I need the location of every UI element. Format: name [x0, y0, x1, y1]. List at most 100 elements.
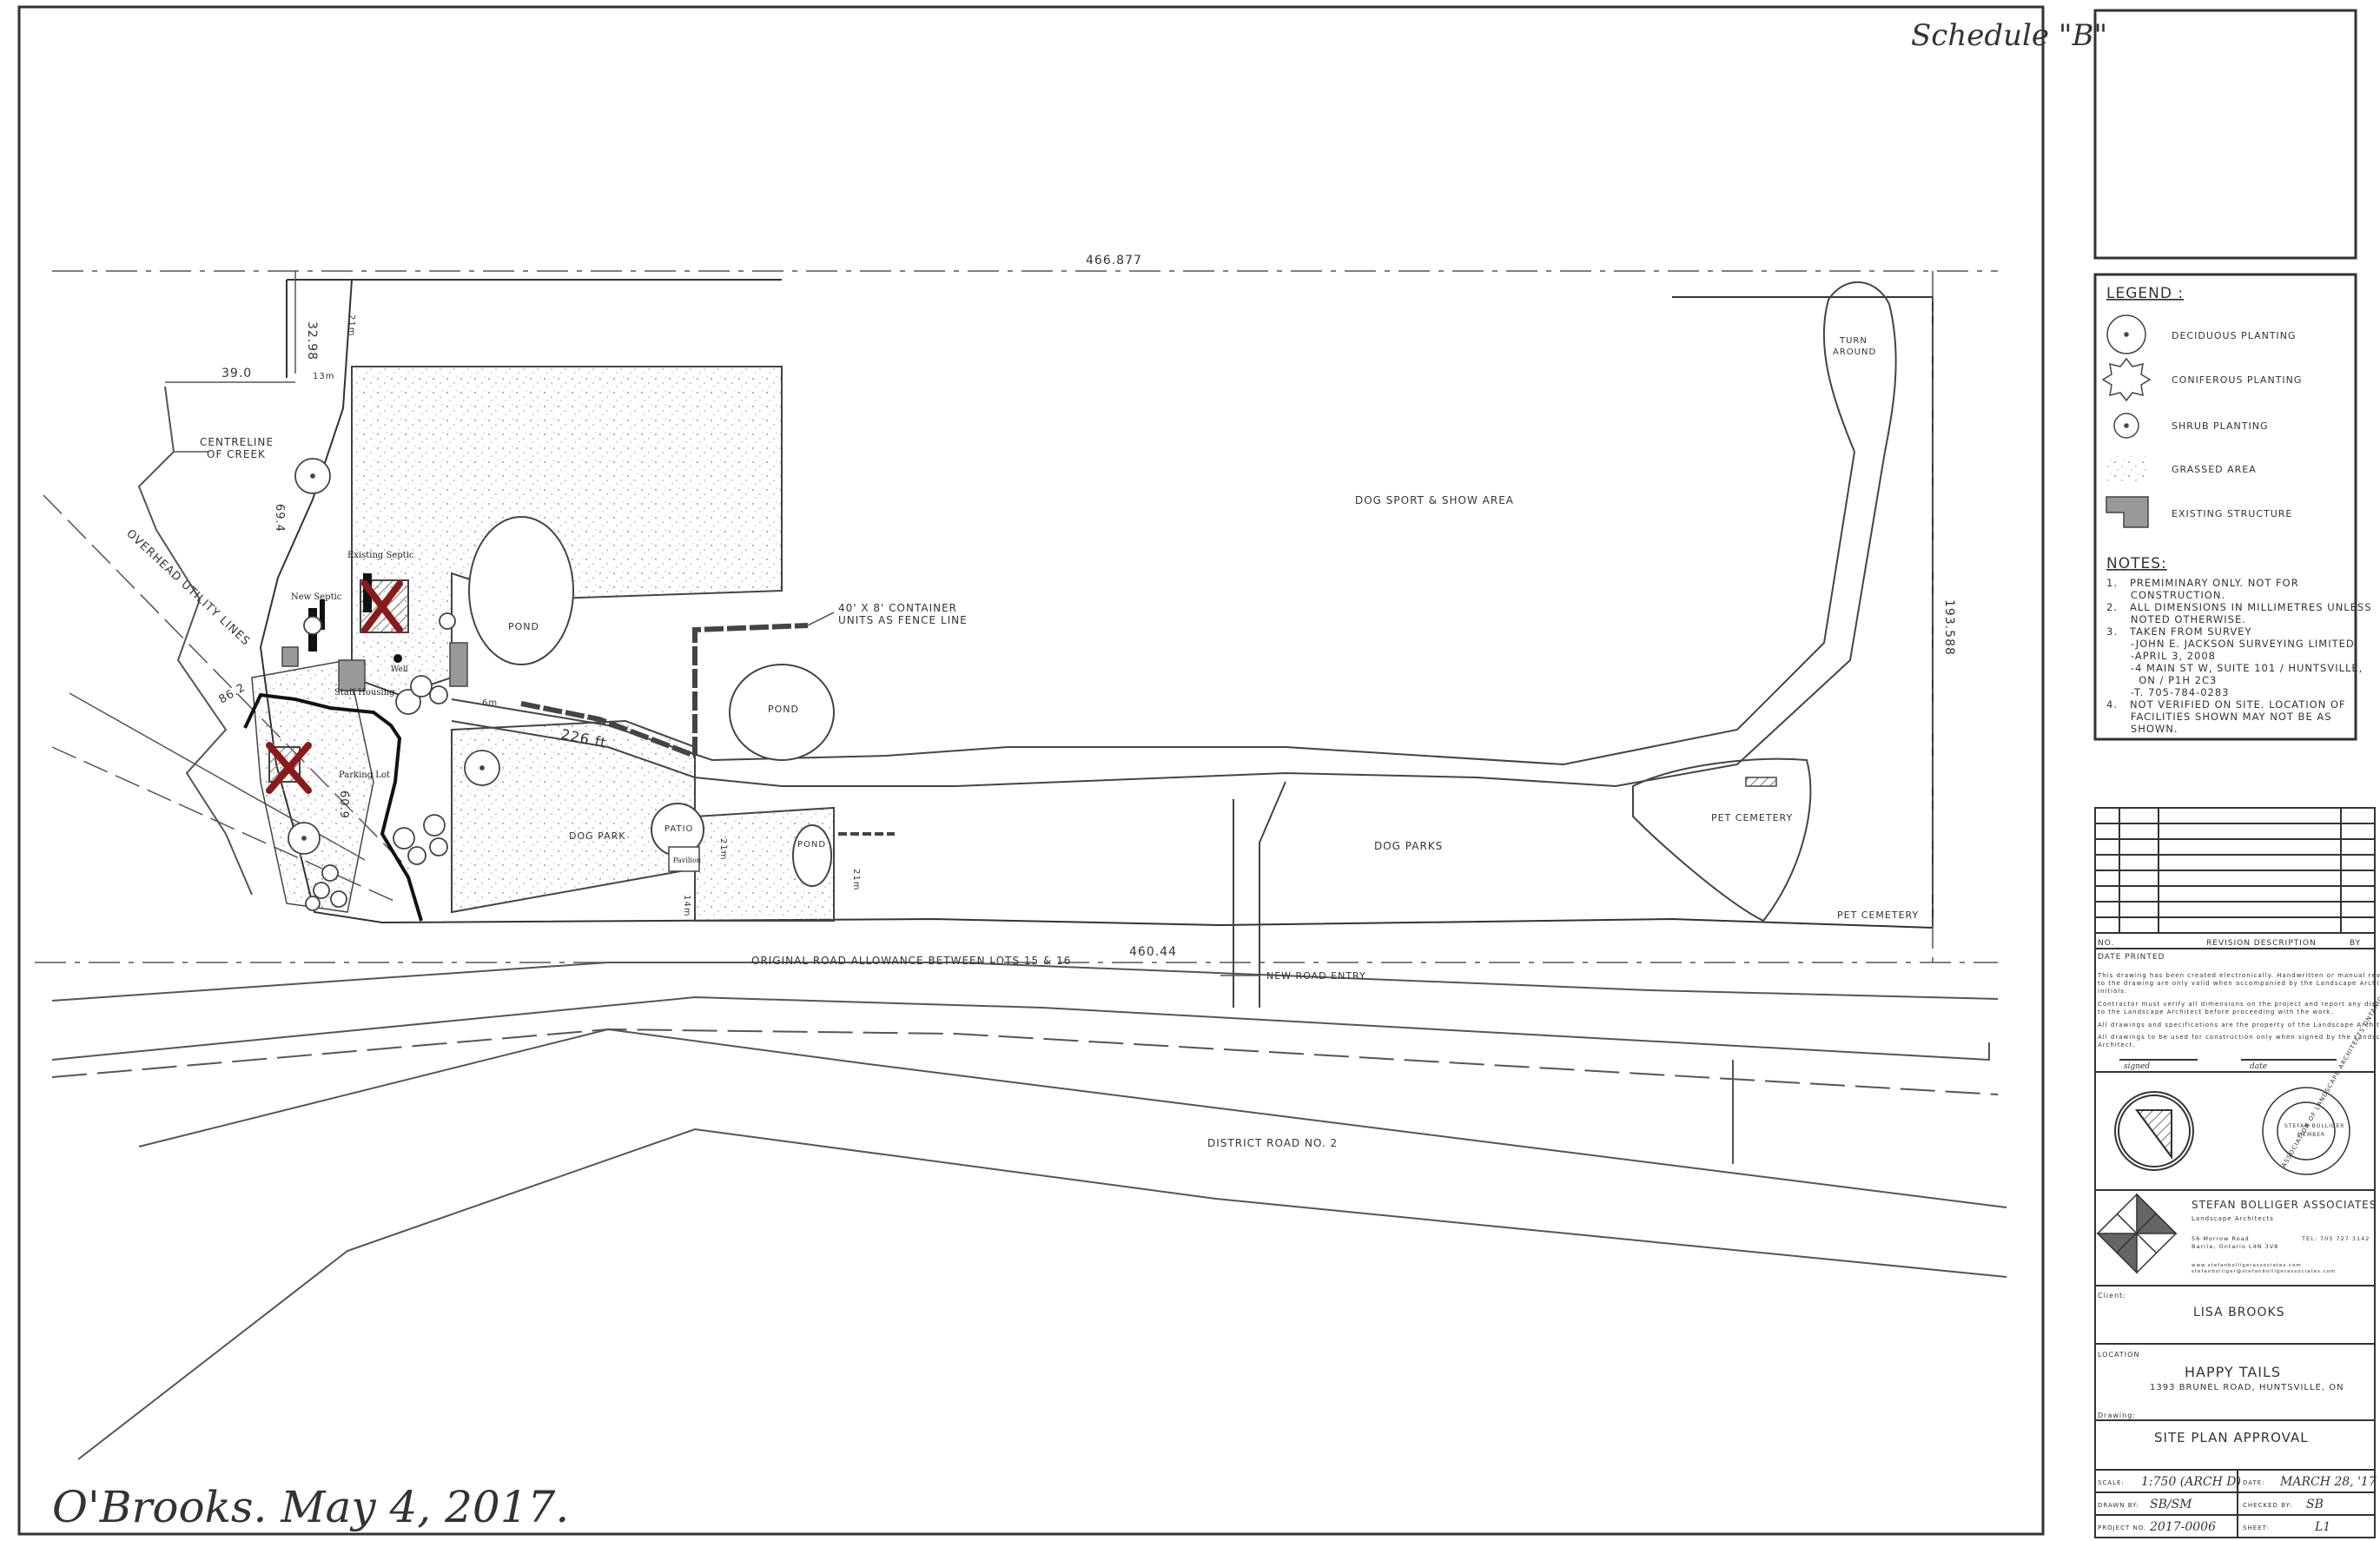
- title-block: [2094, 807, 2376, 1538]
- dim-small-b: 13m: [313, 372, 334, 381]
- note-line: -JOHN E. JACKSON SURVEYING LIMITED: [2106, 638, 2355, 650]
- title-block-top-box: [2093, 9, 2357, 260]
- sheet-value: L1: [2314, 1520, 2330, 1534]
- rev-col-desc: REVISION DESCRIPTION: [2206, 939, 2317, 948]
- client-name: LISA BROOKS: [2193, 1306, 2285, 1319]
- container-label-2: UNITS AS FENCE LINE: [838, 614, 968, 626]
- pet-cemetery-structure: [1745, 777, 1777, 787]
- septic-new-label: New Septic: [291, 592, 342, 602]
- note-line: -4 MAIN ST W, SUITE 101 / HUNTSVILLE,: [2106, 662, 2363, 674]
- dim-small-a: 21m: [347, 314, 356, 336]
- dim-left-vertical: 32.98: [305, 321, 319, 360]
- pet-cemetery-label-2: PET CEMETERY: [1837, 909, 1919, 921]
- container-fence: [520, 701, 697, 758]
- legend-label-4: GRASSED AREA: [2172, 464, 2257, 475]
- well-point: [393, 654, 402, 663]
- drawn-value: SB/SM: [2150, 1498, 2192, 1511]
- creek-centreline: [137, 386, 253, 896]
- staff-housing-label: Staff Housing: [334, 688, 395, 698]
- project-no-label: PROJECT NO.: [2098, 1524, 2146, 1531]
- firm-name: STEFAN BOLLIGER ASSOCIATES: [2192, 1199, 2377, 1211]
- structure-well-house: [338, 659, 366, 691]
- dim-frontage-c: 60.9: [337, 790, 350, 819]
- pet-cemetery-label-1: PET CEMETERY: [1711, 812, 1793, 823]
- note-line: 2. ALL DIMENSIONS IN MILLIMETRES UNLESS: [2106, 601, 2372, 613]
- pavilion: [668, 846, 700, 872]
- note-line: -T. 705-784-0283: [2106, 686, 2229, 698]
- note-line: CONSTRUCTION.: [2106, 589, 2225, 601]
- pond-3: [792, 824, 832, 887]
- pond-1: [468, 516, 574, 665]
- structure-garage: [449, 642, 468, 687]
- disclaimer-line: All drawings to be used for construction…: [2098, 1034, 2380, 1041]
- creek-label-1: CENTRELINE: [200, 436, 274, 448]
- creek-label-2: OF CREEK: [207, 448, 266, 460]
- drawing-name: SITE PLAN APPROVAL: [2154, 1430, 2309, 1445]
- pavilion-label: Pavilion: [673, 856, 701, 864]
- sheet-label: SHEET:: [2243, 1524, 2269, 1531]
- legend-label-1: DECIDUOUS PLANTING: [2172, 330, 2297, 341]
- disclaimer-line: Contractor must verify all dimensions on…: [2098, 1001, 2380, 1008]
- dim-small-e: 14m: [682, 895, 691, 916]
- schedule-label: Schedule "B": [1911, 18, 2107, 53]
- seal-name: STEFAN BOLLIGER: [2284, 1123, 2344, 1129]
- date-label: DATE:: [2243, 1479, 2265, 1486]
- structure-small: [281, 646, 299, 667]
- note-line: 3. TAKEN FROM SURVEY: [2106, 625, 2251, 638]
- association-seal: [2262, 1087, 2350, 1175]
- new-road-entry-label: NEW ROAD ENTRY: [1266, 970, 1366, 982]
- location-label: LOCATION: [2098, 1351, 2139, 1359]
- signed-label: signed: [2124, 1062, 2150, 1071]
- turn-around-label-1: TURN: [1839, 336, 1868, 346]
- project-name: HAPPY TAILS: [2185, 1364, 2281, 1380]
- note-line: ON / P1H 2C3: [2106, 674, 2217, 686]
- firm-web: www.stefanbolligerassociates.com: [2192, 1263, 2302, 1268]
- container-label-1: 40' X 8' CONTAINER: [838, 602, 957, 614]
- disclaimer-line: Architect.: [2098, 1042, 2136, 1048]
- structure-icon: [2106, 496, 2149, 528]
- dim-left-offset: 39.0: [221, 367, 252, 380]
- rev-col-by: BY: [2350, 939, 2361, 948]
- hand-drawn-boundary: [243, 692, 423, 922]
- well-label: Well: [391, 665, 408, 674]
- road-allowance-label: ORIGINAL ROAD ALLOWANCE BETWEEN LOTS 15 …: [751, 955, 1071, 967]
- removal-marks: [266, 580, 403, 794]
- note-line: NOTED OTHERWISE.: [2106, 613, 2246, 625]
- signature: O'Brooks. May 4, 2017.: [52, 1482, 569, 1532]
- turn-around-label-2: AROUND: [1833, 347, 1876, 357]
- septic-existing-label: Existing Septic: [347, 551, 414, 560]
- dim-frontage-b: 86.2: [217, 681, 248, 706]
- firm-seal: [2114, 1091, 2194, 1171]
- legend-title: LEGEND :: [2106, 285, 2184, 302]
- firm-email: stefanbolliger@stefanbolligerassociates.…: [2192, 1269, 2336, 1274]
- disclaimer-line: This drawing has been created electronic…: [2097, 972, 2380, 979]
- scale-label: SCALE:: [2098, 1479, 2125, 1486]
- notes-lines: 1. PREMIMINARY ONLY. NOT FOR CONSTRUCTIO…: [2106, 577, 2372, 735]
- district-road-label: DISTRICT ROAD NO. 2: [1207, 1137, 1338, 1149]
- firm-tel: TEL: 705 727 3142: [2301, 1235, 2370, 1242]
- legend-label-3: SHRUB PLANTING: [2172, 420, 2268, 432]
- scale-value: 1:750 (ARCH D): [2141, 1475, 2241, 1489]
- pond-2-label: POND: [768, 704, 799, 715]
- disclaimer: This drawing has been created electronic…: [2097, 972, 2380, 1048]
- container-leader: [807, 612, 835, 626]
- date-value: MARCH 28, '17: [2279, 1475, 2377, 1489]
- pond-2: [729, 664, 835, 761]
- note-line: SHOWN.: [2106, 723, 2178, 735]
- dog-park-grass: [451, 719, 696, 914]
- dog-park-label: DOG PARK: [569, 830, 625, 842]
- dim-small-c: 6m: [482, 698, 498, 708]
- checked-value: SB: [2306, 1498, 2324, 1511]
- note-line: 4. NOT VERIFIED ON SITE. LOCATION OF: [2106, 698, 2346, 711]
- legend-label-2: CONIFEROUS PLANTING: [2172, 374, 2302, 386]
- disclaimer-line: to the drawing are only valid when accom…: [2098, 980, 2380, 987]
- client-label: Client:: [2098, 1292, 2126, 1300]
- rev-col-no: NO.: [2098, 939, 2114, 948]
- plantings: [288, 458, 500, 911]
- disclaimer-line: to the Landscape Architect before procee…: [2098, 1009, 2334, 1015]
- seal-member: MEMBER: [2297, 1132, 2325, 1138]
- note-line: -APRIL 3, 2008: [2106, 650, 2216, 662]
- legend-box: [2093, 273, 2357, 741]
- date-printed: DATE PRINTED: [2098, 953, 2165, 962]
